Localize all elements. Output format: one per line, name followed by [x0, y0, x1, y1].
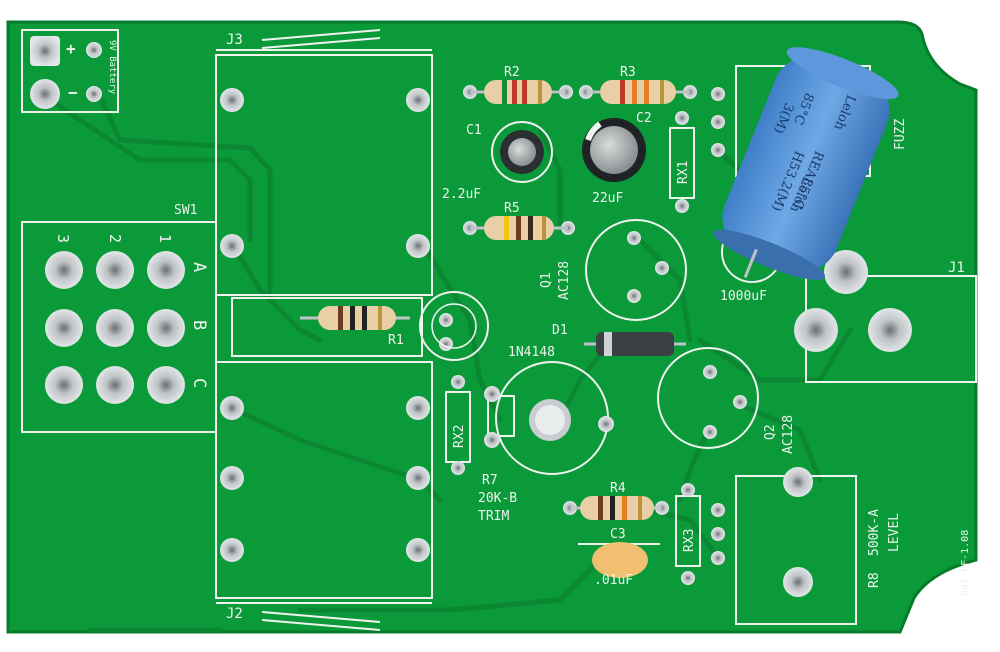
- q2-value-label: AC128: [781, 415, 796, 454]
- sw1-row-c-label: C: [189, 378, 209, 388]
- battery-pads: [30, 36, 102, 109]
- resistor-r1: [300, 306, 410, 330]
- c2-label: C2: [636, 111, 652, 126]
- q1-label: Q1: [539, 272, 554, 288]
- rx3-label: RX3: [682, 529, 697, 552]
- sw1-pads: [45, 251, 185, 404]
- r8-pads: [711, 467, 813, 597]
- resistor-r4: [570, 496, 662, 520]
- trim-label: TRIM: [478, 509, 509, 524]
- c3-value-label: .01uF: [594, 573, 633, 588]
- sw1-pos2-label: 2: [106, 234, 124, 243]
- r3-label: R3: [620, 65, 636, 80]
- capacitor-c4-blue: [713, 47, 899, 280]
- c1-value-label: 2.2uF: [442, 187, 481, 202]
- rx2-label: RX2: [452, 425, 467, 448]
- r5-label: R5: [504, 201, 520, 216]
- capacitor-c3: [592, 542, 648, 578]
- fuzz-label: FUZZ: [893, 119, 908, 150]
- diode-d1: [584, 332, 686, 356]
- c3-label: C3: [610, 527, 626, 542]
- d1-value-label: 1N4148: [508, 345, 555, 360]
- board-id-label: 001-FF-1.08: [960, 530, 971, 596]
- capacitor-c1: [491, 121, 553, 183]
- j3-label: J3: [226, 32, 243, 48]
- sw1-row-b-label: B: [189, 320, 209, 330]
- r7-label: R7: [482, 473, 498, 488]
- r8-label: R8: [867, 572, 882, 588]
- r2-label: R2: [504, 65, 520, 80]
- copper-traces: [47, 85, 853, 633]
- r1-footprint: [419, 291, 489, 361]
- r8-value-label: 500K-A: [867, 509, 882, 556]
- c2-value-label: 22uF: [592, 191, 623, 206]
- rx1-label: RX1: [676, 161, 691, 184]
- q1-value-label: AC128: [557, 261, 572, 300]
- sw1-row-a-label: A: [189, 262, 209, 272]
- j1-pads: [794, 250, 912, 352]
- battery-label: 9V Battery: [107, 40, 117, 95]
- capacitor-c2: [582, 118, 646, 182]
- resistor-r3: [586, 80, 690, 104]
- sw1-pos3-label: 3: [54, 234, 72, 243]
- jack-pads: [220, 88, 430, 562]
- j2-label: J2: [226, 606, 243, 622]
- battery-minus-label: −: [68, 83, 78, 102]
- silkscreen-text: + − 9V Battery J3 J2 J1 SW1 3 2 1 A B C …: [54, 32, 971, 622]
- pcb-board: [6, 20, 978, 634]
- trimpot-hole: [529, 399, 571, 441]
- r4-label: R4: [610, 481, 626, 496]
- c4-value-label: 1000uF: [720, 289, 767, 304]
- resistor-r2: [470, 80, 566, 104]
- level-label: LEVEL: [887, 513, 902, 552]
- j1-label: J1: [948, 260, 965, 276]
- battery-plus-label: +: [66, 39, 76, 58]
- r7-value-label: 20K-B: [478, 491, 517, 506]
- c1-label: C1: [466, 123, 482, 138]
- d1-label: D1: [552, 323, 568, 338]
- r1-label: R1: [388, 333, 404, 348]
- sw1-pos1-label: 1: [156, 234, 174, 243]
- resistor-r5: [470, 216, 568, 240]
- sw1-label: SW1: [174, 203, 197, 218]
- q2-label: Q2: [763, 424, 778, 440]
